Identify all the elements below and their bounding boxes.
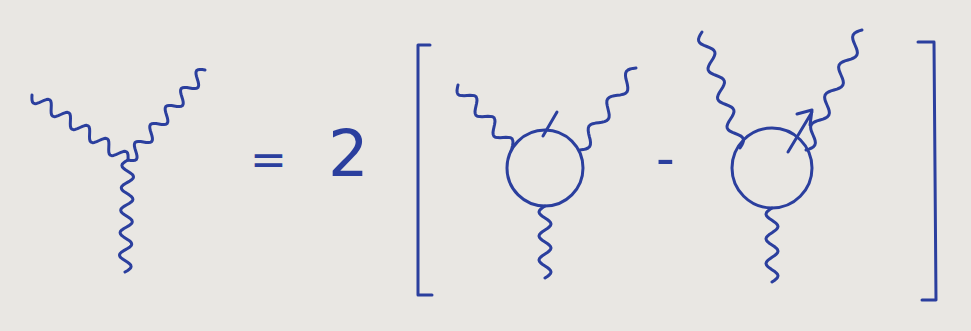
loops-and-brackets bbox=[418, 42, 936, 300]
left-bracket bbox=[418, 45, 432, 295]
factor-number: 2 bbox=[328, 122, 369, 186]
gluon-line bbox=[128, 70, 205, 161]
gluon-line bbox=[580, 68, 636, 150]
gluon-line bbox=[32, 95, 128, 160]
gluon-line bbox=[120, 160, 134, 272]
gluon-line bbox=[457, 85, 513, 148]
gluon-line bbox=[806, 30, 862, 150]
loop-arrow bbox=[788, 110, 812, 152]
gluon-line bbox=[766, 208, 778, 282]
right-bracket bbox=[918, 42, 936, 300]
gluon-lines bbox=[32, 30, 862, 282]
gluon-line bbox=[699, 32, 744, 148]
operator-sign: = bbox=[250, 138, 287, 182]
fermion-loop bbox=[507, 130, 583, 206]
fermion-loop bbox=[732, 128, 812, 208]
operator-sign: - bbox=[656, 132, 675, 184]
gluon-line bbox=[539, 206, 551, 278]
loop-arrow-mark bbox=[543, 112, 557, 136]
